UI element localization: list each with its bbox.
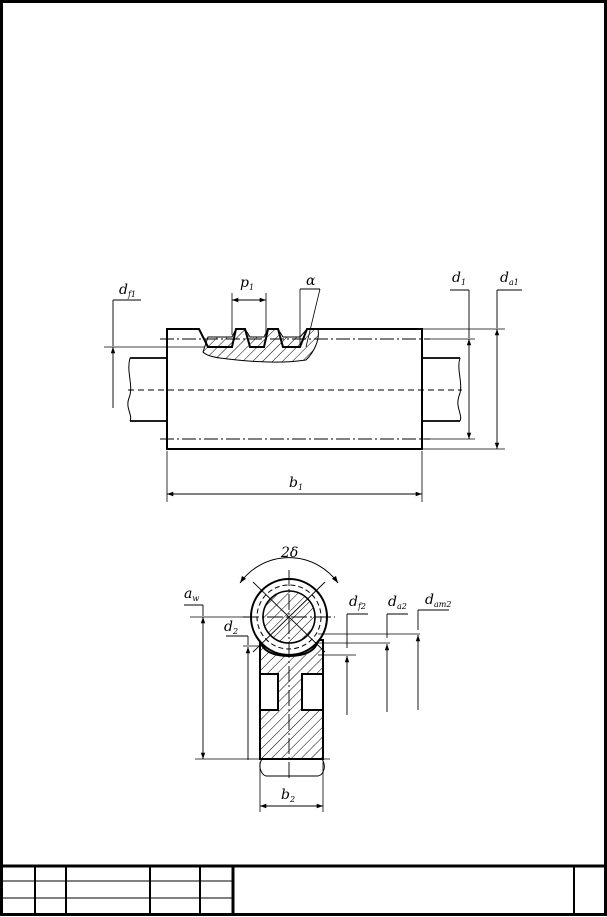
worm-dimension-lines bbox=[110, 288, 522, 497]
label-dam2: dam2 bbox=[425, 592, 451, 609]
label-p1: p1 bbox=[240, 275, 254, 292]
wheel-view: 2δ aw d2 df2 da2 dam2 b2 bbox=[184, 545, 451, 812]
worm-view: df1 p1 α d1 da1 b1 bbox=[104, 270, 522, 502]
label-b1: b1 bbox=[289, 475, 303, 492]
wheel-pocket-left bbox=[259, 673, 279, 711]
wheel-dimension-lines bbox=[184, 604, 449, 809]
title-block bbox=[1, 864, 606, 915]
worm-center-lines bbox=[128, 338, 462, 440]
wheel-pocket-right bbox=[301, 673, 324, 711]
worm-extension-lines bbox=[104, 288, 505, 502]
label-df1: df1 bbox=[119, 282, 136, 299]
wheel-center-lines bbox=[243, 570, 335, 780]
wheel-extension-lines bbox=[190, 616, 420, 812]
worm-shaft bbox=[127, 357, 462, 422]
label-aw: aw bbox=[184, 586, 199, 603]
label-d1: d1 bbox=[452, 270, 466, 287]
worm-body bbox=[166, 328, 423, 450]
wheel-hub bbox=[259, 758, 325, 777]
delta-arc bbox=[239, 557, 339, 584]
label-2delta: 2δ bbox=[280, 545, 298, 561]
label-da1: da1 bbox=[500, 270, 519, 287]
label-da2: da2 bbox=[388, 594, 407, 611]
label-alpha: α bbox=[306, 273, 316, 289]
label-df2: df2 bbox=[349, 594, 366, 611]
label-b2: b2 bbox=[281, 787, 295, 804]
label-d2: d2 bbox=[224, 619, 238, 636]
